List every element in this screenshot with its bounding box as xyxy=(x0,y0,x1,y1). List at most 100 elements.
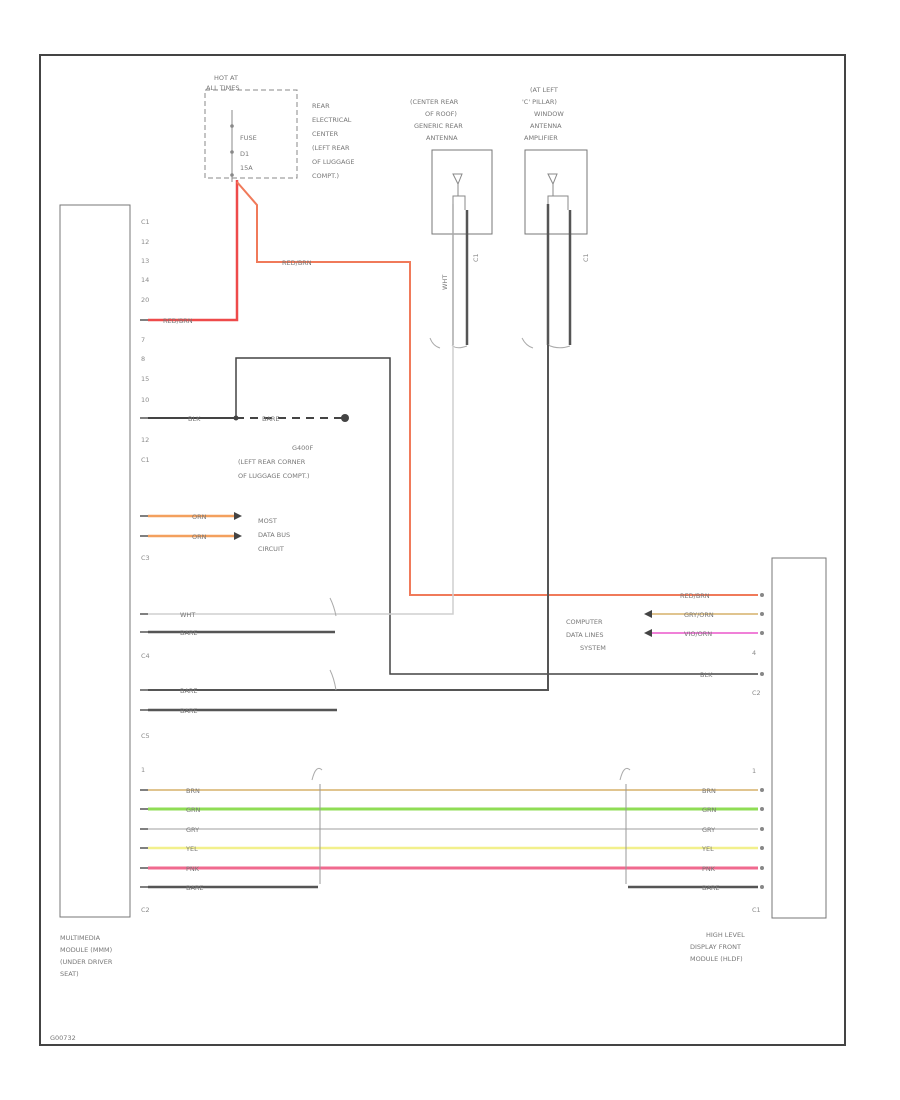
bare-ground-label: BARE xyxy=(262,415,280,423)
gry-label-right: GRY xyxy=(702,826,715,834)
computer-data-label-1: COMPUTER xyxy=(566,618,603,626)
hldm-c1-pin-6-terminal xyxy=(760,866,764,870)
hldm-pin-3-terminal xyxy=(760,631,764,635)
fuse-location-2: ELECTRICAL xyxy=(312,116,352,124)
ground-label-2: (LEFT REAR CORNER xyxy=(238,458,306,466)
antenna-center-label-3: GENERIC REAR xyxy=(414,122,463,130)
yel-label-left: YEL xyxy=(185,845,198,853)
antenna-center-connector: C1 xyxy=(472,253,480,262)
most-bus: ORN ORN MOST DATA BUS CIRCUIT xyxy=(148,512,290,553)
hldm-pin-1-terminal xyxy=(760,593,764,597)
hldm-pin-2-terminal xyxy=(760,612,764,616)
red-brn-label-mmm: RED/BRN xyxy=(163,317,193,325)
fuse-box-outline xyxy=(204,89,298,179)
pnk-label-right: PNK xyxy=(702,865,716,873)
hldm-pin-5-terminal xyxy=(760,672,764,676)
red-brn-wire-to-mmm xyxy=(148,180,239,322)
most-wire-1-label: ORN xyxy=(192,513,207,521)
hldm-connector-c1: C1 xyxy=(752,906,761,914)
gry-label-left: GRY xyxy=(186,826,199,834)
multimedia-module: C1 12 13 14 20 7 8 15 10 12 C1 C3 C4 C5 … xyxy=(59,204,150,978)
fuse-number: D1 xyxy=(240,150,249,158)
hldm-label-1: HIGH LEVEL xyxy=(706,931,745,939)
vio-orn-arrow xyxy=(644,629,652,637)
mmm-pin-13: 13 xyxy=(141,257,149,265)
fuse-box: HOT AT ALL TIMES FUSE D1 15A REAR ELECTR… xyxy=(204,74,355,182)
yel-label-right: YEL xyxy=(701,845,714,853)
grn-label-left: GRN xyxy=(186,806,201,814)
figure-id: G00732 xyxy=(50,1034,76,1042)
pnk-label-left: PNK xyxy=(186,865,200,873)
mmm-connector-c1: C1 xyxy=(141,456,150,464)
antenna-center-box xyxy=(431,149,493,235)
blk-hldm-label: BLK xyxy=(700,671,713,679)
bare-c5-label-1: BARE xyxy=(180,687,198,695)
ground-point-icon xyxy=(341,414,349,422)
c4-antenna-wires: WHT BARE xyxy=(148,345,454,637)
diagram-frame xyxy=(39,54,846,1046)
gry-orn-arrow xyxy=(644,610,652,618)
antenna-center-coax-join xyxy=(451,344,468,349)
wht-wire-label: WHT xyxy=(180,611,195,619)
ground-circuit: BLK BARE BLK G400F (LEFT REAR CORNER OF … xyxy=(148,357,758,679)
bare-label-left: BARE xyxy=(186,884,204,892)
hldm-c1-pin-1: 1 xyxy=(752,767,756,775)
mmm-label-4: SEAT) xyxy=(60,970,79,978)
most-label-1: MOST xyxy=(258,517,277,525)
mmm-pin-c1: C1 xyxy=(141,218,150,226)
high-level-display-module: 4 C2 1 C1 HIGH LEVEL DISPLAY FRONT MODUL… xyxy=(690,557,827,963)
mmm-pin-15: 15 xyxy=(141,375,149,383)
antenna-left-label-4: ANTENNA xyxy=(530,122,562,130)
mmm-pin-ticks xyxy=(140,319,148,888)
most-arrow-1 xyxy=(234,512,242,520)
fuse-terminal-mid xyxy=(230,150,234,154)
brn-label-left: BRN xyxy=(186,787,200,795)
bare-label-right: BARE xyxy=(702,884,720,892)
fuse-label: FUSE xyxy=(240,134,257,142)
grn-label-right: GRN xyxy=(702,806,717,814)
brn-label-right: BRN xyxy=(702,787,716,795)
bare-c4-label: BARE xyxy=(180,629,198,637)
fuse-terminal-top xyxy=(230,124,234,128)
hldm-box xyxy=(771,557,827,919)
fuse-location-3: CENTER xyxy=(312,130,339,138)
antenna-center-coax-break xyxy=(429,337,441,349)
fuse-box-title-1: HOT AT xyxy=(214,74,238,82)
mmm-connector-c4: C4 xyxy=(141,652,150,660)
hldm-label-3: MODULE (HLDF) xyxy=(690,955,743,963)
hldm-c1-pin-2-terminal xyxy=(760,788,764,792)
blk-wire-to-hldm xyxy=(235,357,758,675)
blk-ground-label: BLK xyxy=(188,415,201,423)
antenna-left-connector: C1 xyxy=(582,253,590,262)
ground-label-1: G400F xyxy=(292,444,313,452)
most-wire-2-label: ORN xyxy=(192,533,207,541)
antenna-center-icon xyxy=(452,173,466,210)
hldm-c1-pin-3-terminal xyxy=(760,807,764,811)
hldm-pin-4: 4 xyxy=(752,649,756,657)
hldm-c1-pin-4-terminal xyxy=(760,827,764,831)
antenna-left-box xyxy=(524,149,588,235)
c5-amplifier-wires: BARE BARE xyxy=(148,345,549,715)
antenna-center-label-2: OF ROOF) xyxy=(425,110,457,118)
mmm-pin-14: 14 xyxy=(141,276,149,284)
ground-label-3: OF LUGGAGE COMPT.) xyxy=(238,472,310,480)
c5-shield-break xyxy=(329,669,337,691)
mmm-connector-c5: C5 xyxy=(141,732,150,740)
antenna-center-wire-label: WHT xyxy=(441,275,449,290)
fuse-location-5: OF LUGGAGE xyxy=(312,158,355,166)
fuse-terminal-bottom xyxy=(230,173,234,177)
mmm-box xyxy=(59,204,131,918)
wht-antenna-wire xyxy=(148,345,454,615)
mmm-pin-10: 10 xyxy=(141,396,149,404)
shield-left-break xyxy=(311,767,323,781)
fuse-rating: 15A xyxy=(240,164,253,172)
mmm-pin-12b: 12 xyxy=(141,436,149,444)
display-video-bus: BRN GRN GRY YEL PNK BARE BRN GRN GRY YEL… xyxy=(148,767,764,892)
antenna-left: (AT LEFT 'C' PILLAR) WINDOW ANTENNA AMPL… xyxy=(521,86,590,349)
computer-data-label-2: DATA LINES xyxy=(566,631,603,639)
fuse-box-title-2: ALL TIMES xyxy=(206,84,239,92)
fuse-location-1: REAR xyxy=(312,102,330,110)
antenna-center: (CENTER REAR OF ROOF) GENERIC REAR ANTEN… xyxy=(410,98,493,349)
red-brn-wire-to-hldm xyxy=(236,181,758,596)
fuse-location-4: (LEFT REAR xyxy=(312,144,350,152)
